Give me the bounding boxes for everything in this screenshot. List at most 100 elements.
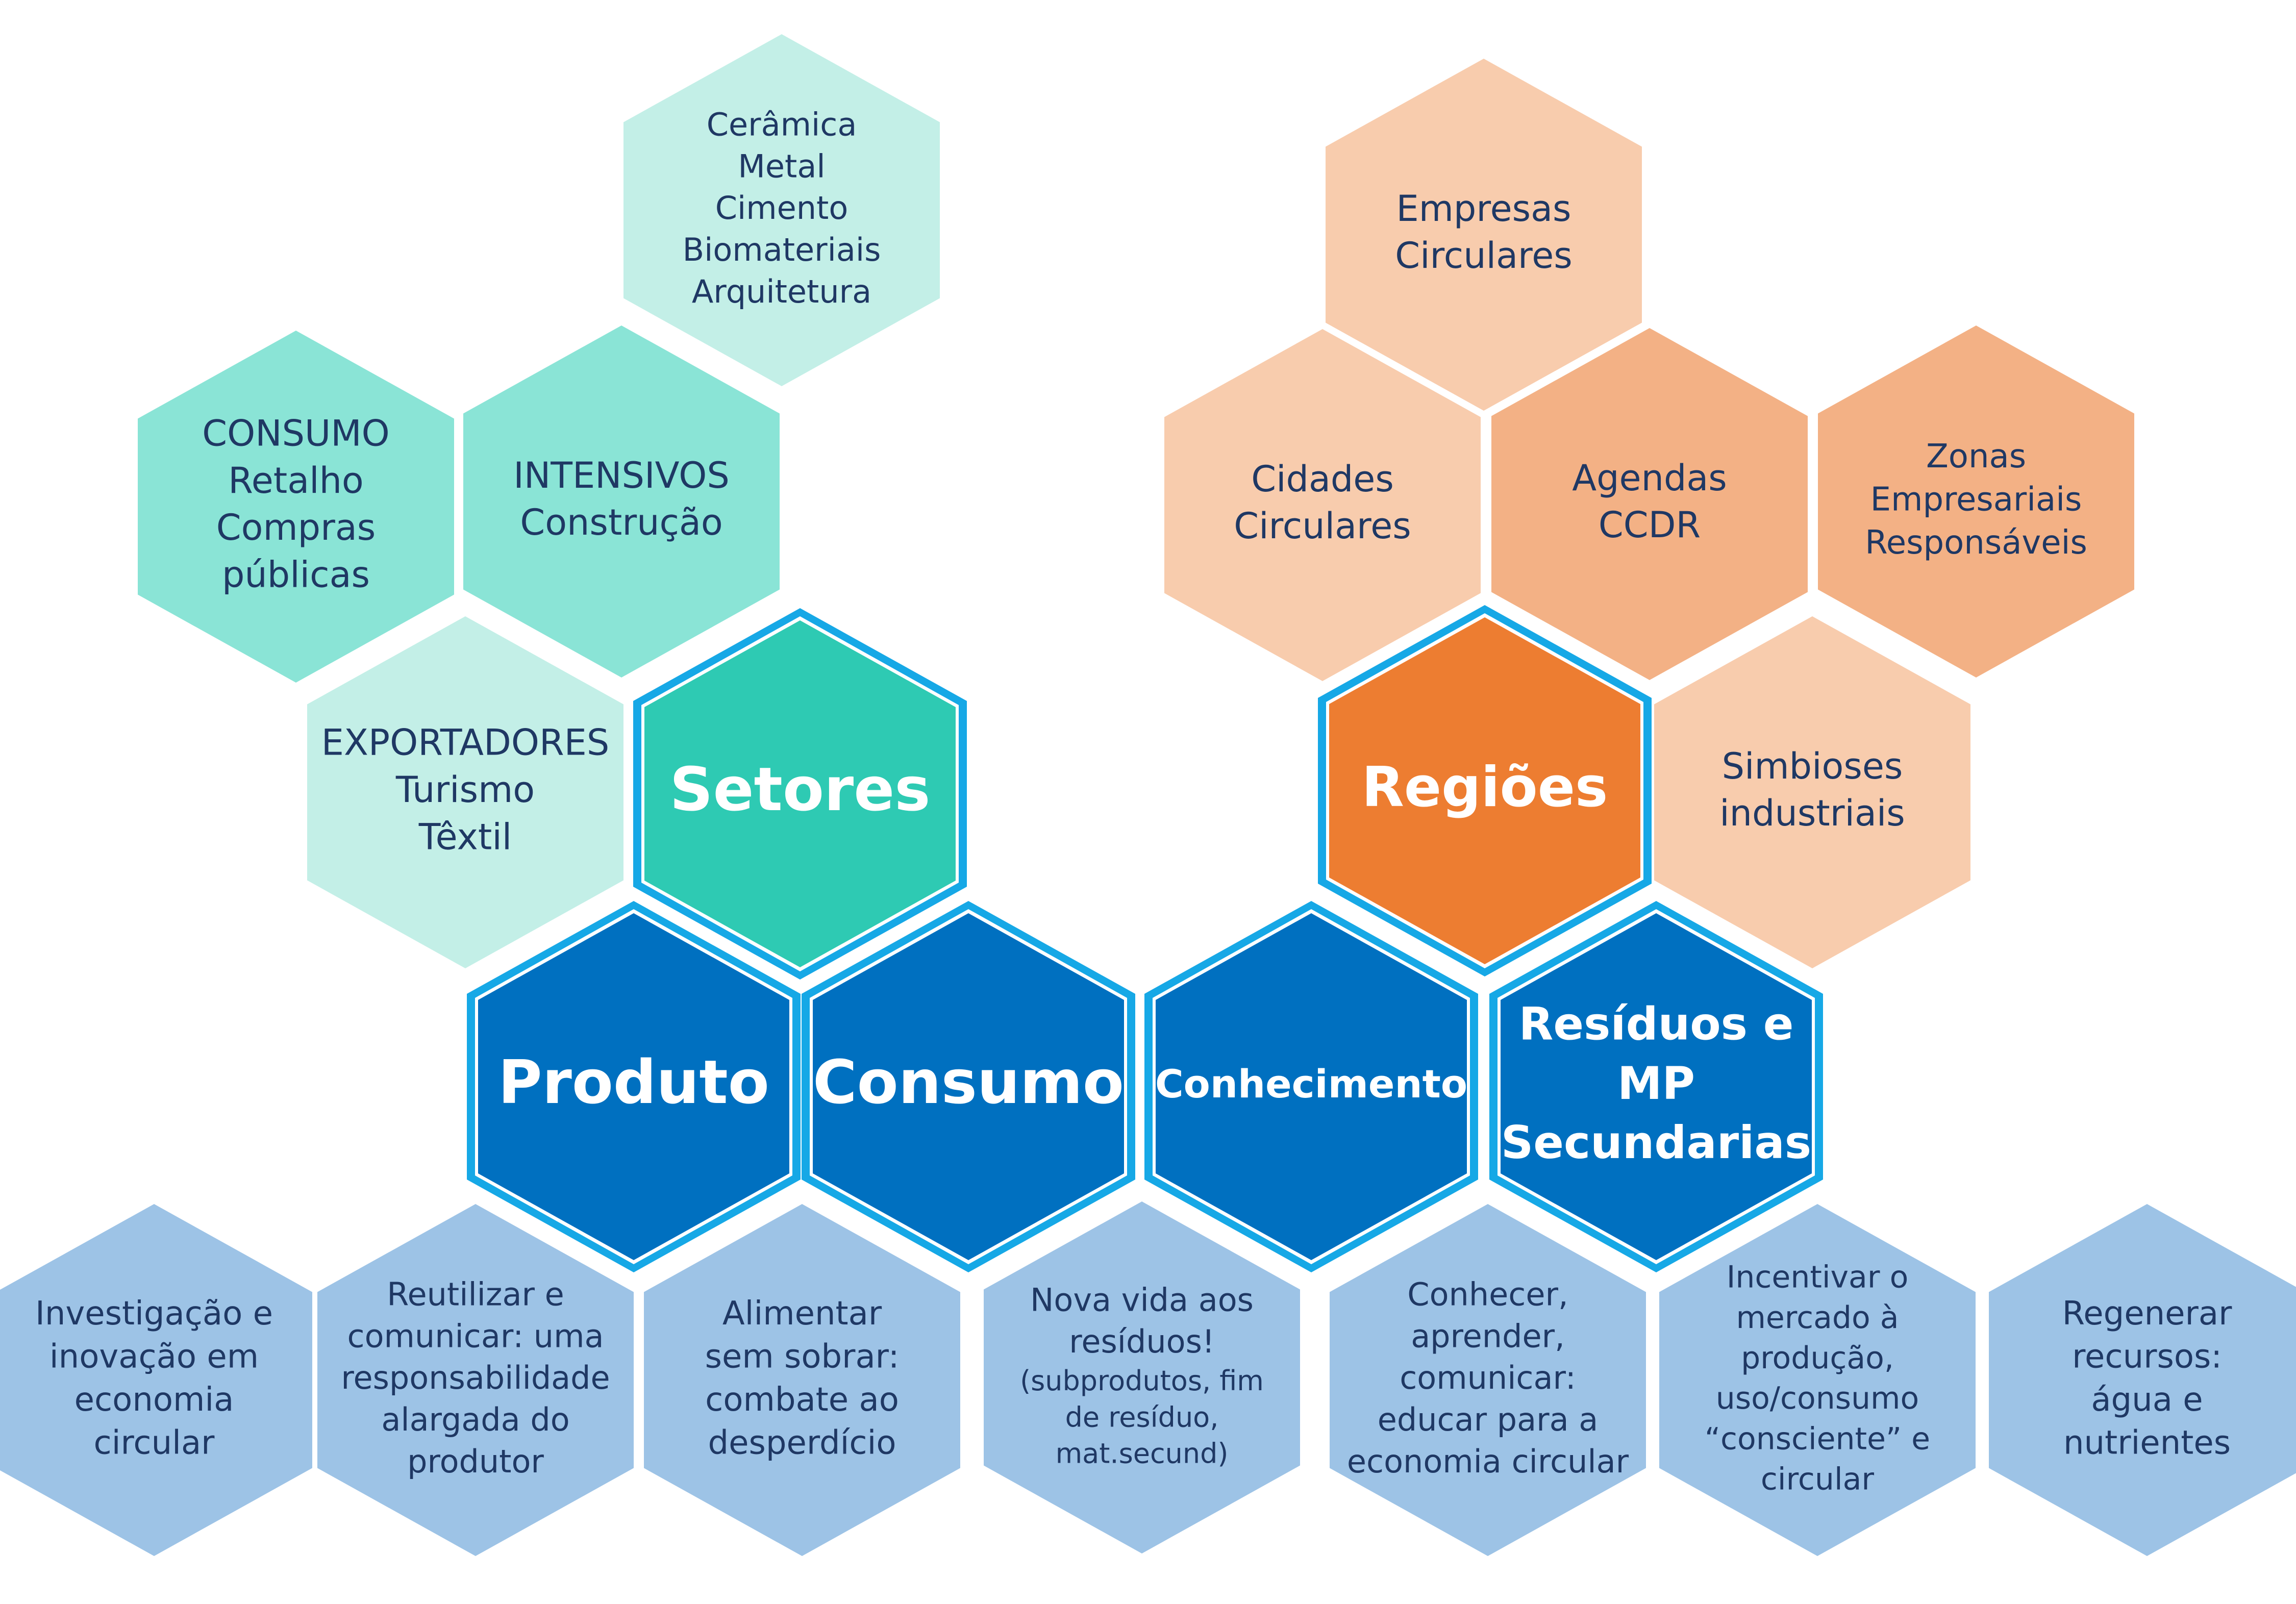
hexagon-label-line: economia circular bbox=[1347, 1443, 1629, 1480]
hexagon-label-line: Cerâmica bbox=[707, 106, 857, 143]
hexagon-label-line: Setores bbox=[670, 754, 931, 824]
hexagon-shape bbox=[1326, 59, 1642, 411]
hexagon-label-line: mat.secund) bbox=[1056, 1438, 1229, 1470]
hexagon-label-line: desperdício bbox=[708, 1424, 896, 1462]
hexagon-shape bbox=[813, 913, 1124, 1260]
hexagon-conhecimento: Conhecimento bbox=[1144, 901, 1478, 1272]
hexagon-setores: Setores bbox=[633, 608, 967, 980]
hexagon-shape bbox=[1491, 328, 1808, 680]
hexagon-label-line: produtor bbox=[407, 1443, 544, 1480]
hexagon-label-line: Turismo bbox=[395, 769, 535, 811]
hexagon-label-line: Circulares bbox=[1234, 505, 1411, 547]
hexagon-label-line: Arquitetura bbox=[692, 273, 871, 310]
hexagon-label-line: Cimento bbox=[715, 189, 848, 227]
hexagon-label-line: “consciente” e bbox=[1705, 1421, 1930, 1457]
hexagon-label-line: Alimentar bbox=[722, 1295, 882, 1333]
hexagon-shape bbox=[478, 913, 789, 1260]
hexagon-label-line: alargada do bbox=[381, 1401, 569, 1438]
hexagon-label-line: Consumo bbox=[813, 1047, 1124, 1117]
hexagon-consumo: Consumo bbox=[802, 901, 1135, 1272]
hexagon-label-line: Conhecimento bbox=[1155, 1061, 1467, 1107]
hexagon-label-line: Reutilizar e bbox=[387, 1275, 564, 1313]
hexagon-label-line: Empresas bbox=[1396, 188, 1571, 230]
hexagon-label-line: Cidades bbox=[1251, 458, 1394, 500]
hexagon-regioes-simbioses: Simbioses industriais bbox=[1654, 616, 1970, 968]
hexagon-produto: Produto bbox=[467, 901, 801, 1272]
hexagon-shape bbox=[1330, 1204, 1646, 1556]
hexagon-label-line: responsabilidade bbox=[341, 1359, 610, 1396]
hexagon-label-line: CONSUMO bbox=[202, 412, 390, 454]
hexagon-label-line: economia bbox=[74, 1381, 234, 1419]
hexagon-label-line: CCDR bbox=[1599, 504, 1701, 546]
hexagon-label-line: Agendas bbox=[1572, 457, 1727, 499]
hexagon-label-line: Investigação e bbox=[35, 1295, 273, 1333]
hexagon-label-line: nutrientes bbox=[2063, 1424, 2231, 1462]
hexagon-label-line: Nova vida aos bbox=[1030, 1281, 1254, 1318]
hexagon-label-line: Têxtil bbox=[418, 816, 512, 858]
hexagon-shape bbox=[1164, 329, 1481, 681]
hexagon-label-line: Regenerar bbox=[2062, 1295, 2232, 1333]
hexagon-label-line: Biomateriais bbox=[683, 231, 881, 268]
hexagon-label-line: educar para a bbox=[1378, 1401, 1599, 1438]
hexagon-shape bbox=[1659, 1204, 1976, 1556]
hexagon-shape bbox=[644, 1204, 960, 1556]
hexagon-label-line: Compras bbox=[216, 507, 376, 548]
hexagon-label-line: industriais bbox=[1719, 792, 1905, 834]
hexagon-shape bbox=[1818, 325, 2134, 678]
hexagon-regioes: Regiões bbox=[1318, 605, 1652, 976]
hexagon-label-line: Retalho bbox=[228, 460, 364, 502]
hexagon-label-line: combate ao bbox=[705, 1381, 899, 1419]
hexagon-shape bbox=[1156, 913, 1467, 1260]
hexagon-label-line: mercado à bbox=[1736, 1300, 1899, 1336]
hexagon-shape bbox=[1329, 617, 1640, 964]
hexagon-label-line: circular bbox=[1761, 1462, 1874, 1497]
hexagon-label-line: Circulares bbox=[1395, 235, 1573, 277]
hexagon-label-line: inovação em bbox=[49, 1338, 259, 1375]
hexagon-label-line: públicas bbox=[222, 554, 370, 596]
hexagon-layer: CerâmicaMetalCimentoBiomateriaisArquitet… bbox=[0, 34, 2296, 1556]
hexagon-shape bbox=[463, 325, 780, 678]
hexagon-label-line: Simbioses bbox=[1722, 745, 1903, 787]
hexagon-label-line: recursos: bbox=[2072, 1338, 2222, 1375]
hexagon-label-line: INTENSIVOS bbox=[513, 455, 730, 496]
hexagon-label-line: Responsáveis bbox=[1865, 524, 2087, 562]
hexagon-bottom-investigacao: Investigação e inovação em economia circula… bbox=[0, 1204, 312, 1556]
hexagon-shape bbox=[1501, 913, 1812, 1260]
hexagon-shape bbox=[307, 616, 623, 968]
hexagon-label-line: MP bbox=[1617, 1057, 1695, 1110]
hexagon-label-line: Metal bbox=[738, 147, 825, 185]
hexagon-label-line: comunicar: uma bbox=[347, 1317, 604, 1355]
hexagon-label-line: Incentivar o bbox=[1727, 1260, 1909, 1295]
hexagon-label-line: circular bbox=[94, 1424, 215, 1462]
hexagon-bottom-incentivar: Incentivar o mercado à produção, uso/consum… bbox=[1659, 1204, 1976, 1556]
hexagon-label-line: resíduos! bbox=[1069, 1323, 1215, 1360]
hexagon-label-line: produção, bbox=[1741, 1340, 1894, 1376]
hexagon-label-line: Secundarias bbox=[1501, 1116, 1811, 1169]
hexagon-shape bbox=[644, 620, 956, 967]
hexagon-label-line: Produto bbox=[498, 1047, 769, 1117]
hexagon-label-line: uso/consumo bbox=[1716, 1381, 1919, 1416]
hexagon-shape bbox=[317, 1204, 634, 1556]
hexagon-label-line: água e bbox=[2091, 1381, 2203, 1419]
hexagon-label-line: aprender, bbox=[1411, 1317, 1565, 1355]
hexagon-bottom-reutilizar: Reutilizar e comunicar: uma responsabilida… bbox=[317, 1204, 634, 1556]
hexagon-shape bbox=[0, 1204, 312, 1556]
hexagon-bottom-conhecer: Conhecer,aprender,comunicar:educar para … bbox=[1330, 1204, 1646, 1556]
hexagon-label-line: Resíduos e bbox=[1519, 998, 1794, 1050]
hexagon-residuos: Resíduos e MP Secundarias bbox=[1489, 901, 1823, 1272]
hexagon-label-line: Regiões bbox=[1362, 756, 1608, 819]
hexagon-bottom-regenerar: Regenerar recursos: água e nutrientes bbox=[1989, 1204, 2296, 1556]
hexagon-shape bbox=[1654, 616, 1970, 968]
hexagon-label-line: comunicar: bbox=[1400, 1359, 1576, 1396]
hexagon-label-line: (subprodutos, fim bbox=[1020, 1365, 1264, 1397]
